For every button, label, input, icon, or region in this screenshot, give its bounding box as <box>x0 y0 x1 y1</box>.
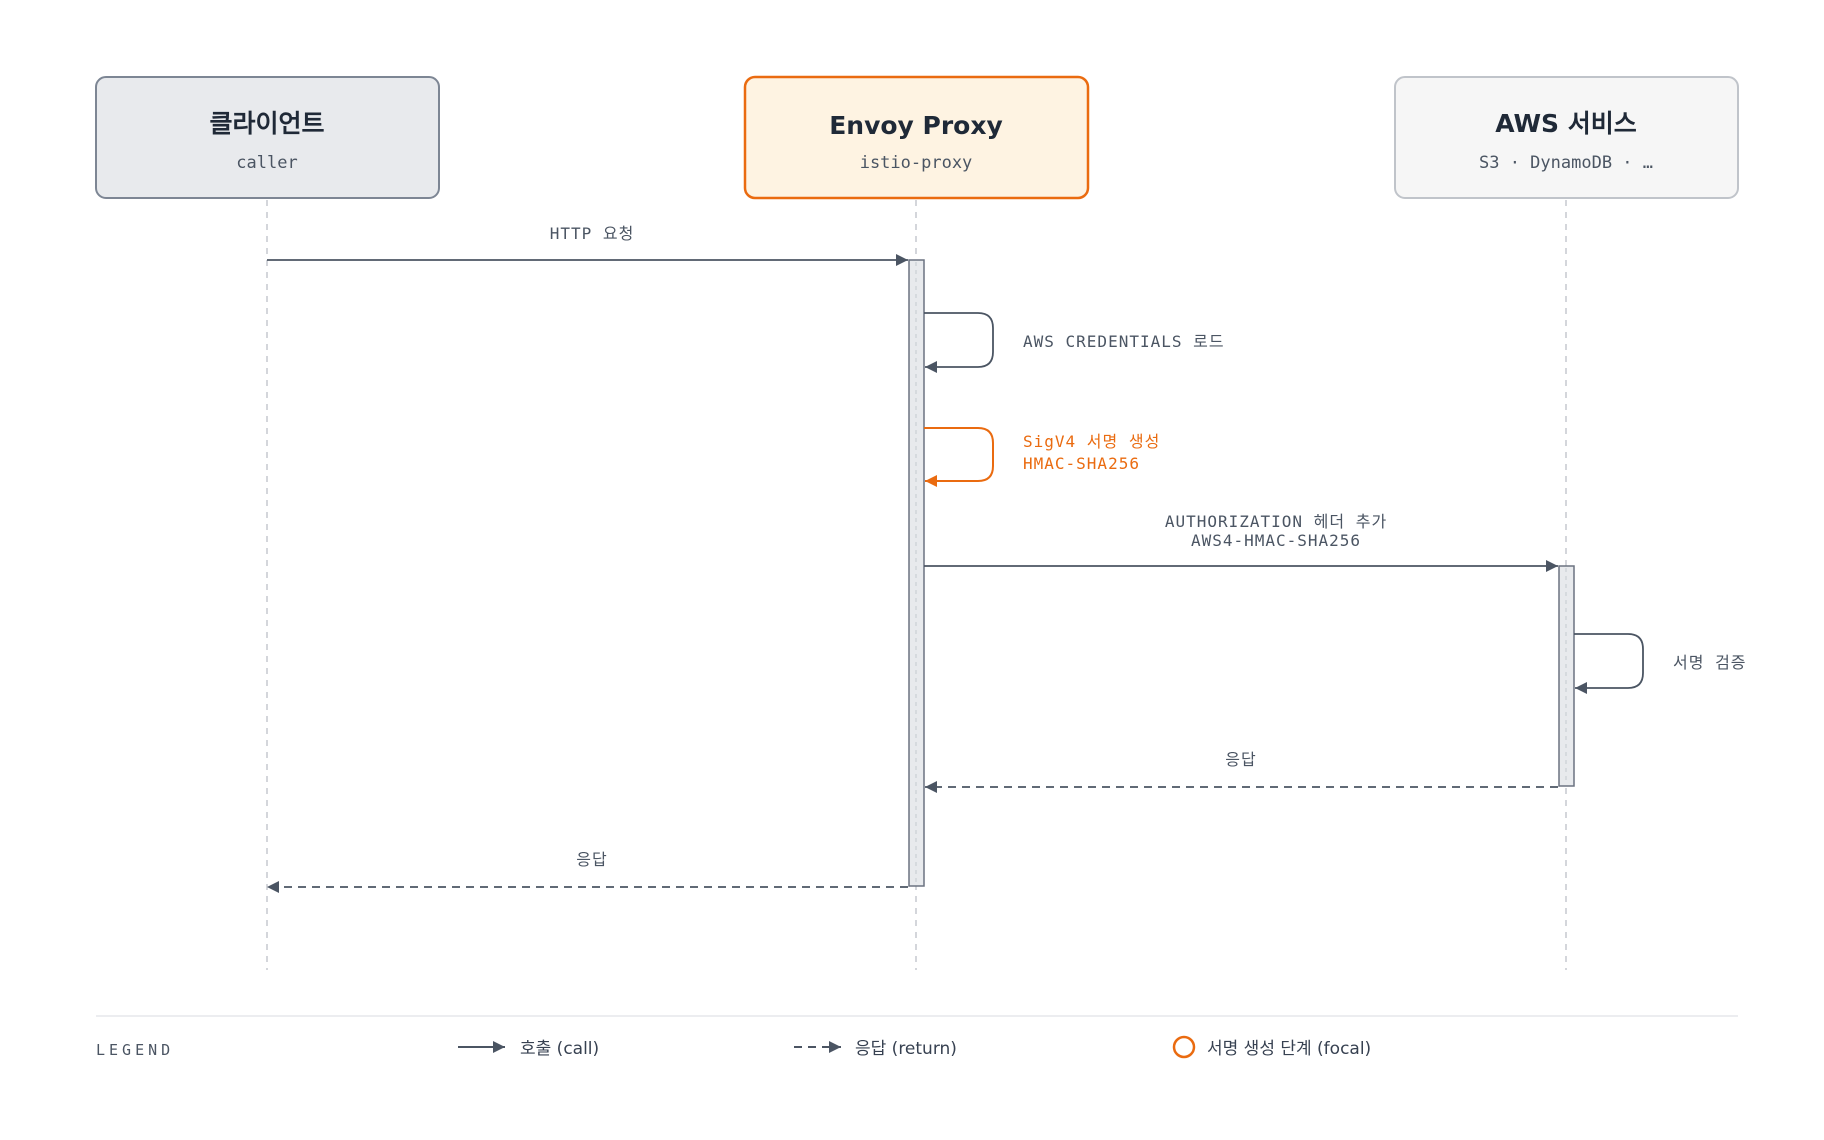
actor-envoy-proxy: Envoy Proxy istio-proxy <box>743 75 1090 200</box>
msg-aws-response-label: 응답 <box>1225 750 1256 769</box>
legend: LEGEND 호출 (call) 응답 (return) 서명 생성 단계 (f… <box>96 1035 1371 1059</box>
msg-auth-header-label-line1: AUTHORIZATION 헤더 추가 <box>1165 512 1387 531</box>
msg-http-request-label: HTTP 요청 <box>550 224 635 243</box>
msg-load-credentials-label: AWS CREDENTIALS 로드 <box>1023 332 1225 351</box>
msg-verify-signature-label: 서명 검증 <box>1673 653 1747 672</box>
actor-proxy-title: Envoy Proxy <box>829 111 1003 140</box>
msg-sigv4-label-line1: SigV4 서명 생성 <box>1023 432 1160 451</box>
actor-aws-subtitle: S3 · DynamoDB · … <box>1479 153 1653 173</box>
activation-proxy <box>908 259 925 887</box>
actor-proxy-subtitle: istio-proxy <box>860 153 973 173</box>
legend-focal-label: 서명 생성 단계 (focal) <box>1207 1039 1371 1059</box>
msg-load-credentials-arrow <box>924 312 994 373</box>
legend-focal-icon <box>1172 1035 1196 1059</box>
msg-verify-signature-arrow <box>1574 633 1644 694</box>
msg-client-response-label: 응답 <box>576 850 607 869</box>
actor-client: 클라이언트 caller <box>95 76 440 199</box>
msg-sigv4-label-line2: HMAC-SHA256 <box>1023 454 1140 473</box>
legend-return-label: 응답 (return) <box>855 1039 957 1059</box>
msg-sigv4-arrow <box>924 427 994 487</box>
legend-call-label: 호출 (call) <box>520 1039 599 1059</box>
legend-title: LEGEND <box>96 1041 174 1059</box>
actor-aws-title: AWS 서비스 <box>1495 109 1637 138</box>
actor-client-subtitle: caller <box>236 153 297 173</box>
actor-aws-service: AWS 서비스 S3 · DynamoDB · … <box>1394 76 1739 199</box>
msg-auth-header-label-line2: AWS4-HMAC-SHA256 <box>1191 531 1361 550</box>
actor-client-title: 클라이언트 <box>209 109 324 138</box>
